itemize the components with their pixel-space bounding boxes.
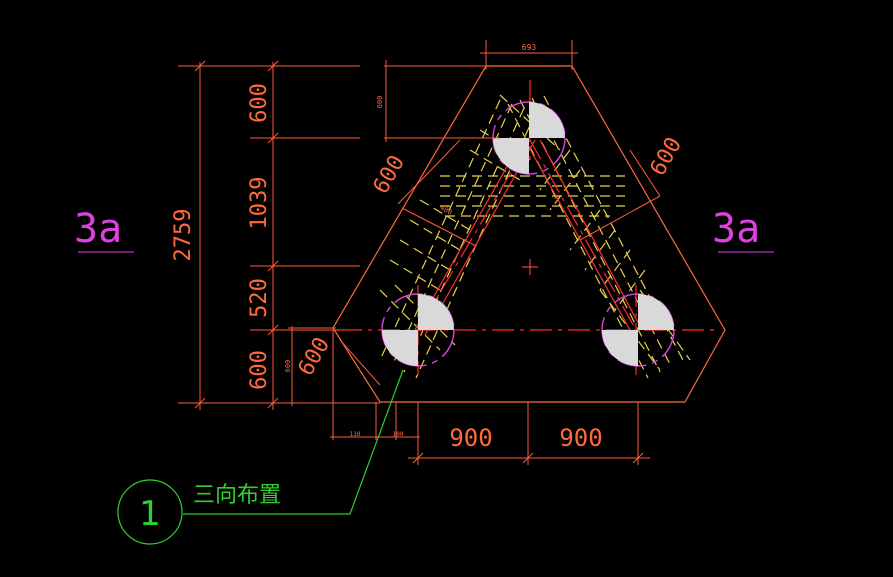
dim-bottom-left-span: 900: [449, 424, 492, 452]
dim-small-1: 110: [350, 431, 361, 438]
dim-seg-4: 600: [247, 350, 272, 390]
callout-text: 三向布置: [193, 483, 281, 508]
dim-total-height: 2759: [171, 209, 196, 262]
pile-top: [492, 101, 566, 175]
dim-top-width: 693: [522, 43, 537, 52]
section-label-left: 3a: [74, 206, 122, 252]
dim-diag-left: 600: [369, 151, 411, 198]
vertical-dimension-chain: [178, 60, 380, 410]
rebar-right-diagonal: [507, 95, 685, 379]
callout-number: 1: [139, 494, 161, 534]
dim-diag-right: 600: [646, 133, 688, 180]
dim-small-left-vertical: 600: [284, 360, 292, 373]
dim-top-small: 600: [376, 96, 384, 109]
top-dimension: [384, 40, 578, 142]
center-cross-mark: [522, 259, 538, 275]
diagonal-dimension-right: [579, 149, 661, 241]
callout-leader: [183, 369, 404, 515]
dim-seg-3: 520: [247, 278, 272, 318]
bottom-left-dimension: [288, 326, 420, 440]
dim-bottom-left-diag: 600: [294, 333, 336, 380]
dim-bottom-right-span: 900: [559, 424, 602, 452]
diagonal-dimension-left: [397, 139, 477, 247]
callout-circle: [117, 479, 183, 545]
dim-seg-1: 600: [247, 83, 272, 123]
dim-seg-2: 1039: [247, 177, 272, 230]
pile-bottom-left: [381, 293, 455, 367]
dim-small-2: 100: [393, 431, 404, 438]
rebar-top-horizontal: [440, 175, 625, 217]
rebar-right-cross-ties: [539, 149, 646, 311]
section-label-right: 3a: [712, 206, 760, 252]
pile-bottom-right: [601, 293, 675, 367]
bottom-horizontal-dimension: [408, 402, 650, 465]
